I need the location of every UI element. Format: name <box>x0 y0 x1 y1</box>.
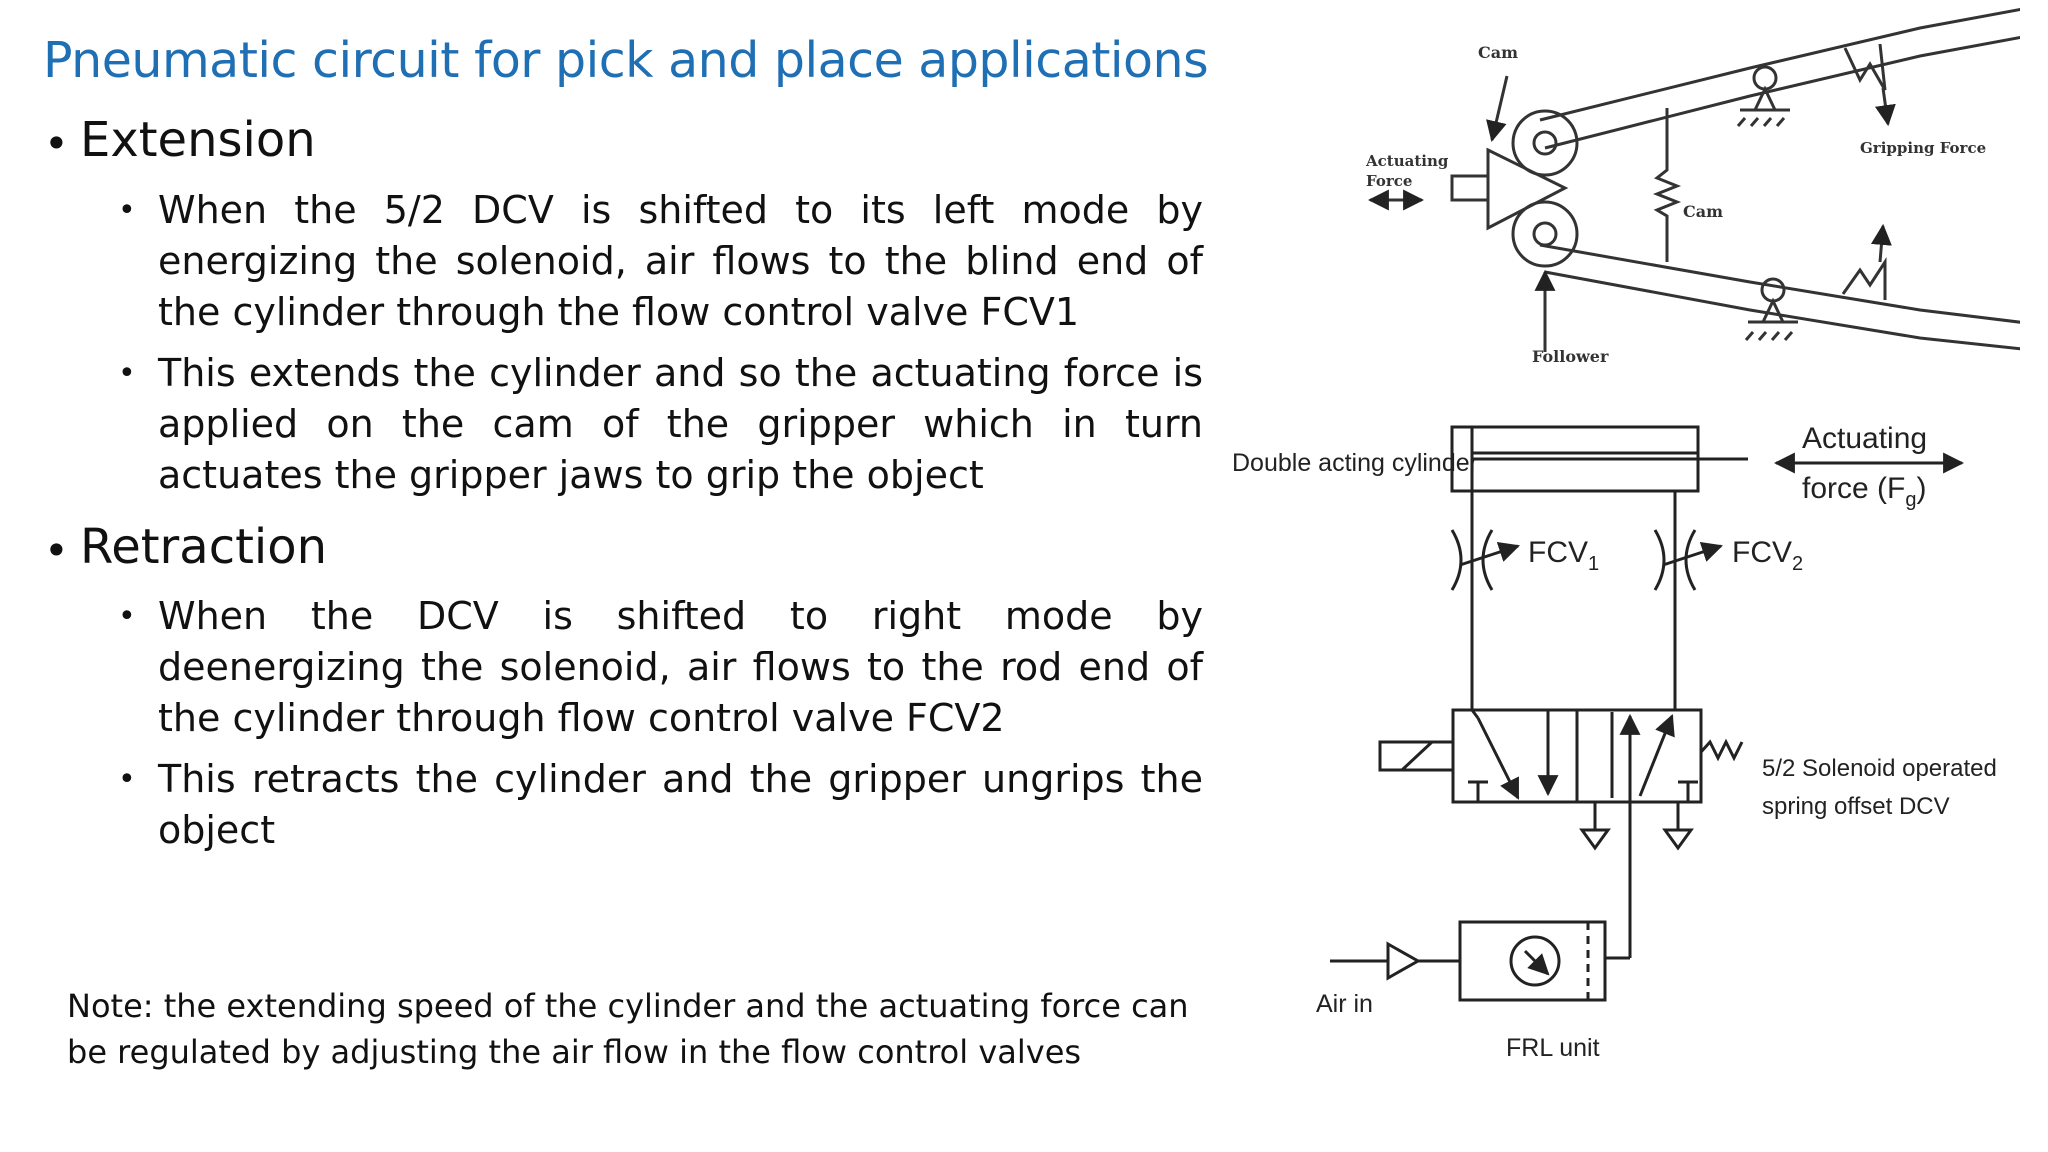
label-air-in: Air in <box>1316 990 1373 1018</box>
label-fcv1: FCV1 <box>1528 536 1599 575</box>
label-follower: Follower <box>1532 347 1609 366</box>
bullet-text: This extends the cylinder and so the act… <box>158 351 1203 497</box>
bullet-text: This retracts the cylinder and the gripp… <box>158 757 1203 852</box>
bullet-text: When the 5/2 DCV is shifted to its left … <box>158 188 1203 334</box>
bullet-icon: • <box>44 525 69 575</box>
label-gripping-force: Gripping Force <box>1860 139 1986 157</box>
bullet-retraction-1: • When the DCV is shifted to right mode … <box>118 591 1203 744</box>
section-heading-retraction: •Retraction <box>44 519 327 575</box>
bullet-icon: • <box>118 193 136 228</box>
heading-text: Retraction <box>80 519 328 575</box>
label-frl-unit: FRL unit <box>1506 1034 1600 1062</box>
label-actuating-force-1: Actuating <box>1365 152 1449 170</box>
bullet-extension-2: • This extends the cylinder and so the a… <box>118 348 1203 501</box>
label-double-acting-cylinder: Double acting cylinder <box>1232 449 1478 477</box>
gripper-mechanism <box>1367 7 2020 352</box>
bullet-icon: • <box>118 762 136 797</box>
heading-text: Extension <box>80 112 316 168</box>
bullet-icon: • <box>118 356 136 391</box>
bullet-extension-1: • When the 5/2 DCV is shifted to its lef… <box>118 185 1203 338</box>
bullet-text: When the DCV is shifted to right mode by… <box>158 594 1203 740</box>
bullet-icon: • <box>118 599 136 634</box>
pneumatic-circuit <box>1330 425 1965 1002</box>
label-dcv-2: spring offset DCV <box>1762 793 1950 820</box>
label-cam-right: Cam <box>1683 202 1723 221</box>
label-actuating-force-circuit-1: Actuating <box>1802 422 1927 455</box>
note-text: Note: the extending speed of the cylinde… <box>67 987 1189 1071</box>
label-fcv2: FCV2 <box>1732 536 1803 575</box>
label-actuating-force-2: Force <box>1366 172 1412 190</box>
label-dcv-1: 5/2 Solenoid operated <box>1762 755 1997 782</box>
bullet-icon: • <box>44 118 69 168</box>
pneumatic-diagram: Cam Actuating Force Cam Gripping Force F… <box>1232 7 2020 1062</box>
slide-title: Pneumatic circuit for pick and place app… <box>43 32 1209 89</box>
label-actuating-force-circuit-2: force (Fg) <box>1802 472 1926 511</box>
label-cam-top: Cam <box>1478 43 1518 62</box>
bullet-retraction-2: • This retracts the cylinder and the gri… <box>118 754 1203 856</box>
section-heading-extension: •Extension <box>44 112 316 168</box>
